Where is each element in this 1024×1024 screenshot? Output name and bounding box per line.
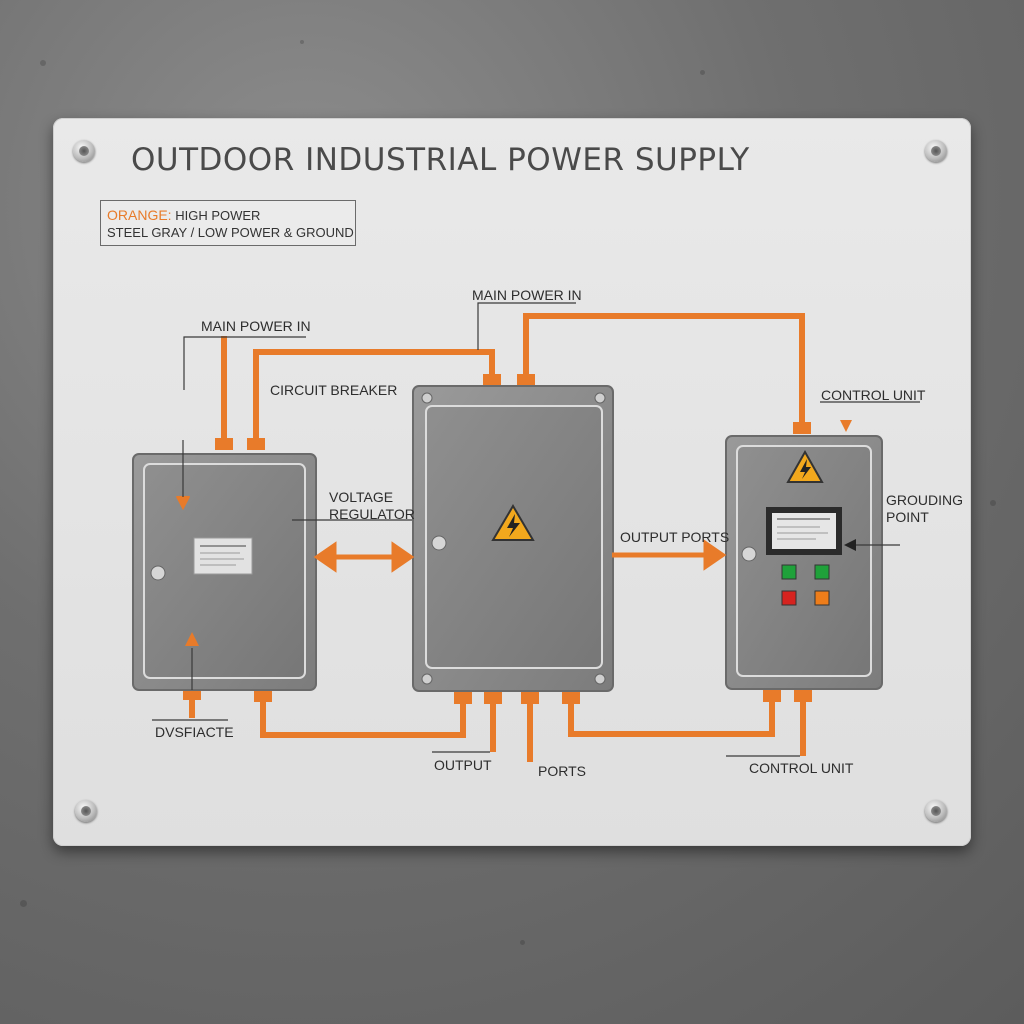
arrow-head (391, 541, 415, 573)
page-title: OUTDOOR INDUSTRIAL POWER SUPPLY (131, 142, 750, 178)
high-voltage-warning-icon (491, 504, 535, 541)
arrow-head (313, 541, 337, 573)
screw-icon (421, 673, 433, 685)
wire-main-power-in-top (523, 313, 805, 426)
arrow-head (844, 539, 856, 551)
legend-orange-row: ORANGE: HIGH POWER (107, 207, 260, 223)
wall-speck (20, 900, 27, 907)
connector (763, 690, 781, 702)
connector (793, 422, 811, 434)
red-button[interactable] (781, 590, 797, 606)
connector (521, 692, 539, 704)
label-grounding-point: GROUDING POINT (886, 492, 963, 525)
label-ports: PORTS (538, 763, 586, 779)
door-lock-icon (431, 535, 447, 551)
connector (483, 374, 501, 386)
leader-main-power-in-top (477, 302, 576, 350)
door-lock-icon (741, 546, 757, 562)
wire-left-to-center-bottom (260, 700, 466, 738)
legend-orange-key: ORANGE: (107, 207, 172, 223)
control-unit-box (725, 435, 883, 690)
label-output: OUTPUT (434, 757, 492, 773)
leader-main-power-in-left (183, 336, 306, 390)
legend-gray-row: STEEL GRAY / LOW POWER & GROUND (107, 225, 354, 240)
high-voltage-warning-icon (786, 449, 824, 483)
connector (215, 438, 233, 450)
arrow-head (176, 497, 190, 510)
label-output-ports: OUTPUT PORTS (620, 529, 730, 545)
high-power-wires (189, 313, 806, 762)
connector (517, 374, 535, 386)
label-main-power-in-top: MAIN POWER IN (472, 287, 582, 303)
arrow-head (703, 539, 727, 571)
screw-icon (594, 392, 606, 404)
label-control-unit-top: CONTROL UNIT (821, 387, 926, 403)
connector (247, 438, 265, 450)
wire-circuit-breaker (253, 349, 495, 440)
connector (454, 692, 472, 704)
wall-speck (520, 940, 525, 945)
green-button[interactable] (781, 564, 797, 580)
wall-speck (40, 60, 46, 66)
leader-lines (152, 302, 920, 757)
circuit-breaker-box (132, 453, 317, 691)
connector (484, 692, 502, 704)
connector (562, 692, 580, 704)
wall-speck (700, 70, 705, 75)
label-control-unit-bottom: CONTROL UNIT (749, 760, 854, 776)
wall-speck (300, 40, 304, 44)
wall-speck (990, 500, 996, 506)
label-main-power-in-left: MAIN POWER IN (201, 318, 311, 334)
connector-blocks (183, 374, 812, 704)
nameplate (193, 537, 253, 575)
connector (794, 690, 812, 702)
legend: ORANGE: HIGH POWER STEEL GRAY / LOW POWE… (100, 200, 356, 246)
connector (254, 690, 272, 702)
screw-icon (594, 673, 606, 685)
flow-arrows (176, 496, 727, 646)
arrow-head (840, 420, 852, 432)
screw-icon (75, 800, 97, 822)
orange-button[interactable] (814, 590, 830, 606)
voltage-regulator-box (412, 385, 614, 692)
label-dvsfiacte: DVSFIACTE (155, 724, 234, 740)
wire-center-to-control-bottom (568, 700, 775, 737)
screw-icon (925, 800, 947, 822)
screw-icon (73, 140, 95, 162)
screw-icon (925, 140, 947, 162)
arrow-head (185, 632, 199, 646)
label-circuit-breaker: CIRCUIT BREAKER (270, 382, 398, 398)
label-voltage-regulator: VOLTAGE REGULATOR (329, 489, 415, 522)
green-button[interactable] (814, 564, 830, 580)
screw-icon (421, 392, 433, 404)
door-lock-icon (150, 565, 166, 581)
legend-orange-text: HIGH POWER (175, 208, 261, 223)
